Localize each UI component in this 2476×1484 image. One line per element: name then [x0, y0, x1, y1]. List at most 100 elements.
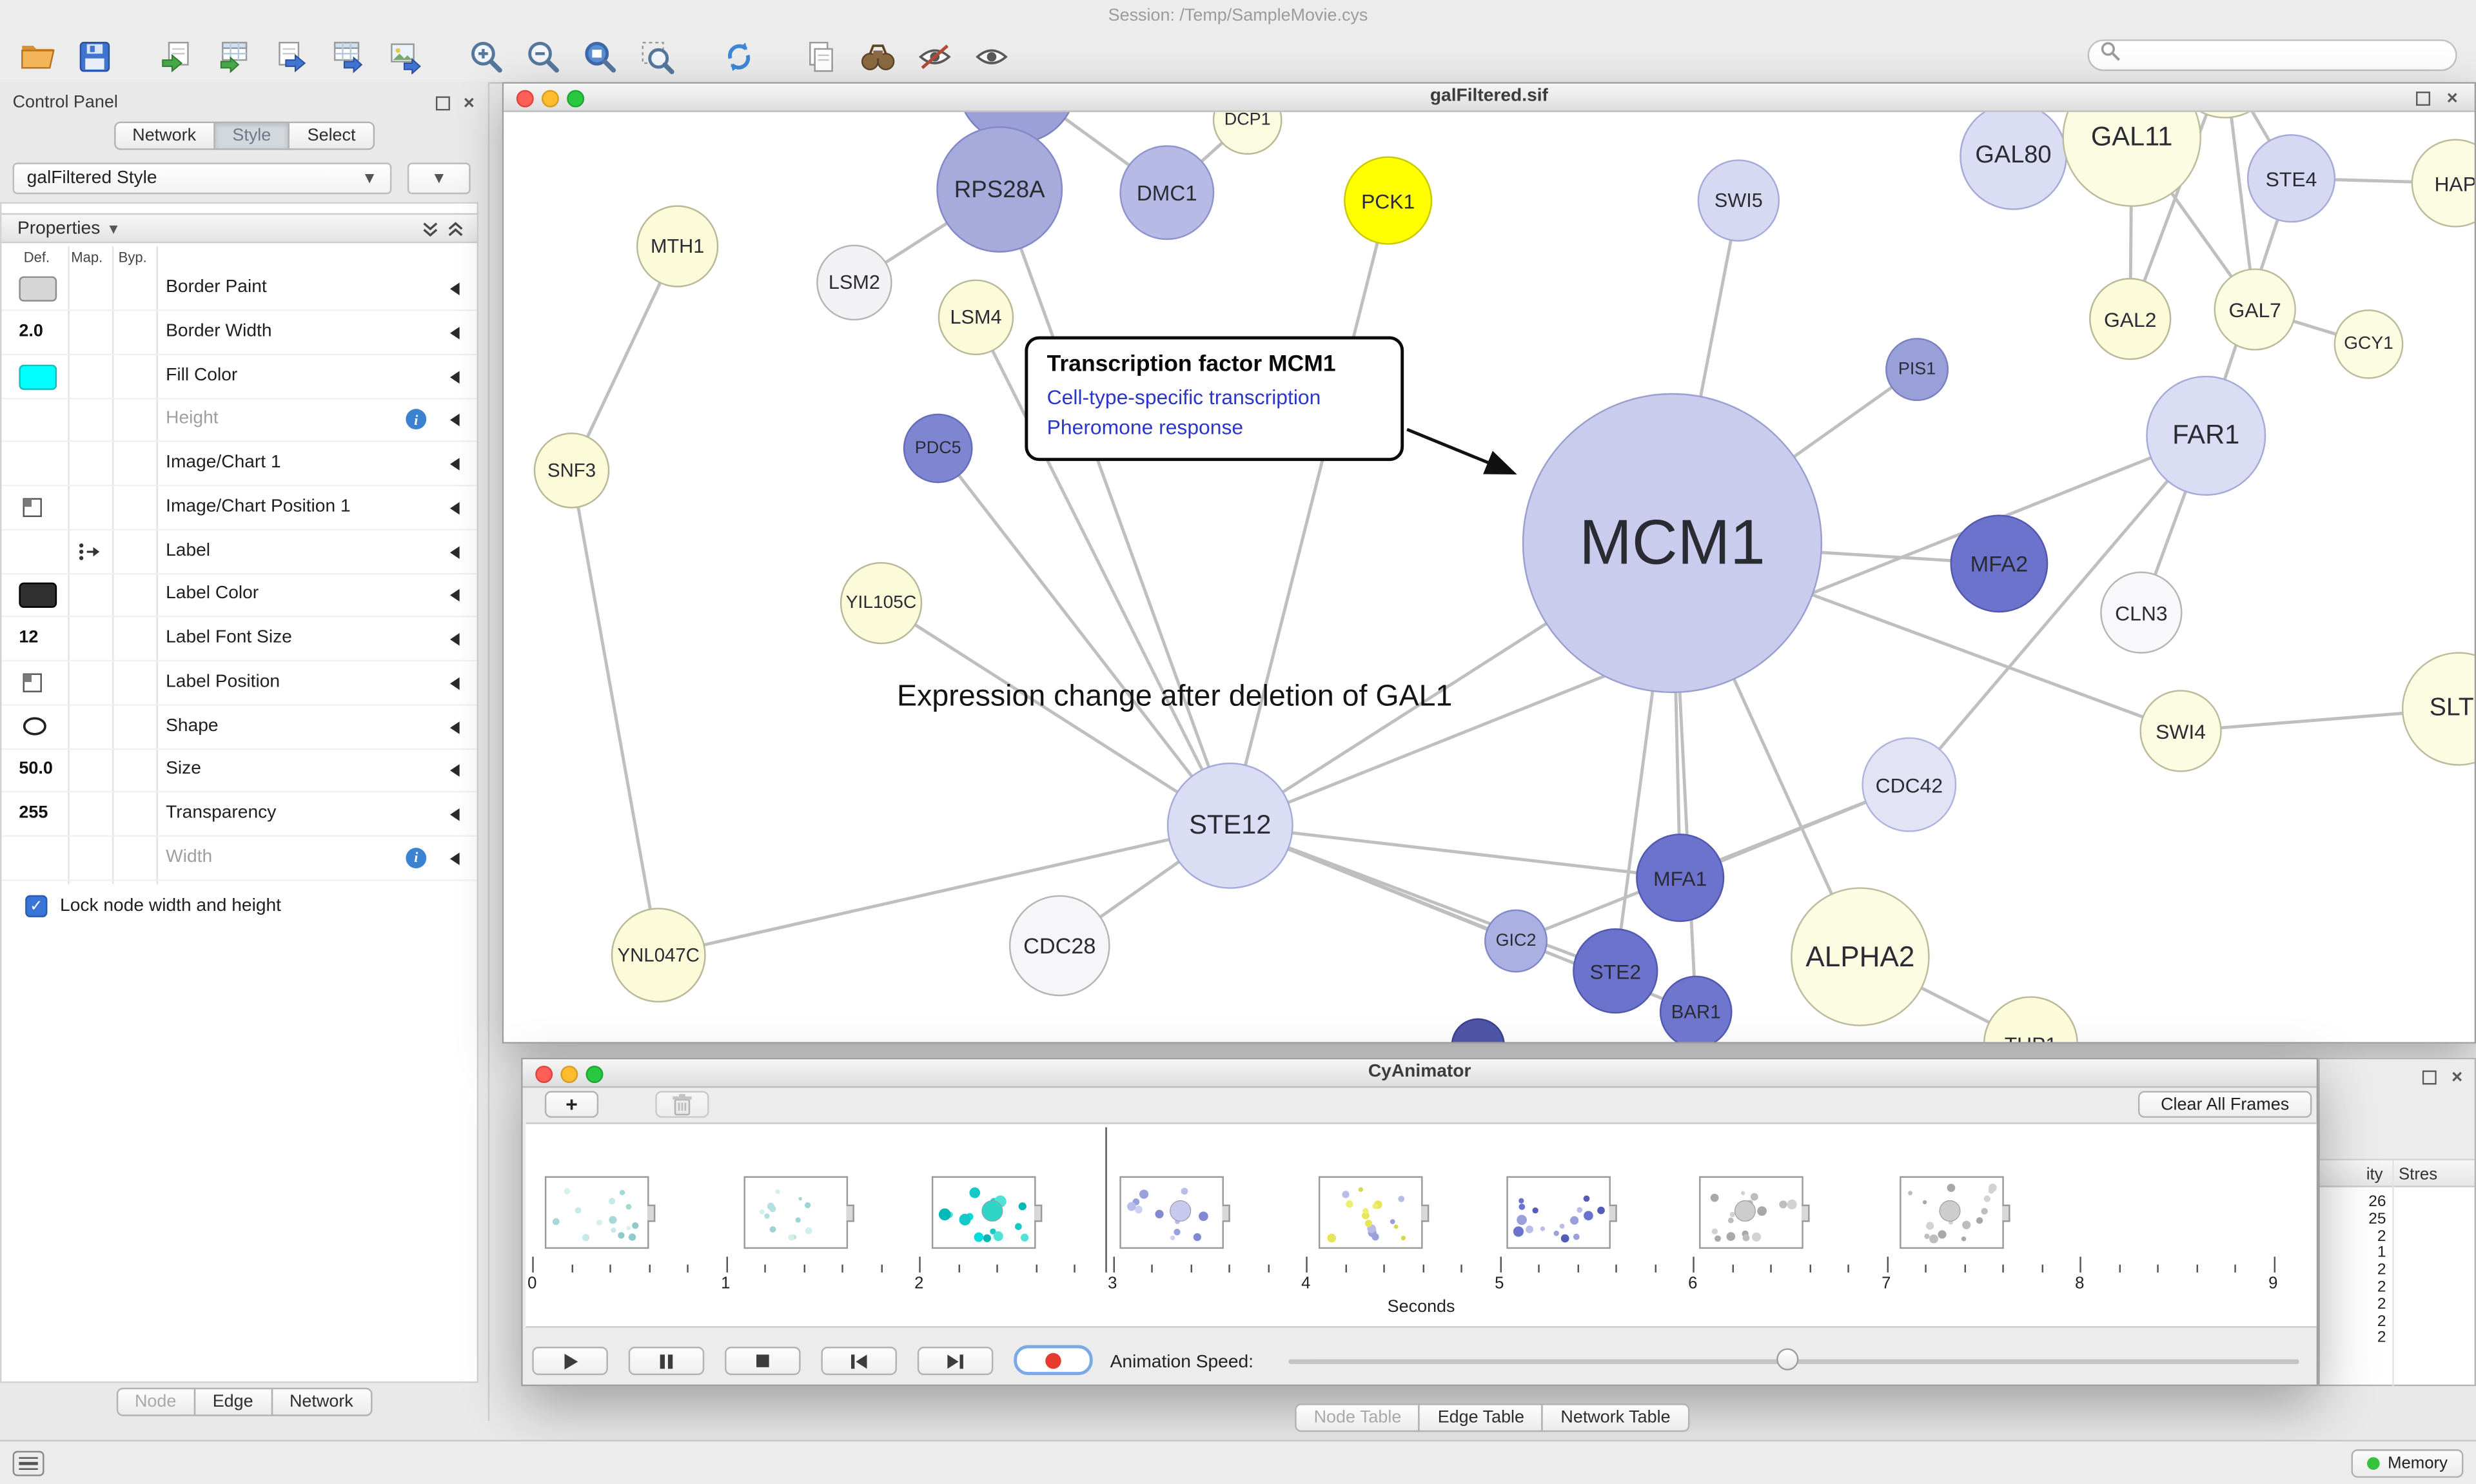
annotation-icon[interactable] [801, 36, 842, 77]
network-node-pdc5[interactable]: PDC5 [903, 413, 973, 483]
network-node-lsm4[interactable]: LSM4 [938, 279, 1014, 356]
network-node-snf3[interactable]: SNF3 [533, 433, 610, 509]
pause-button[interactable] [628, 1346, 705, 1376]
table-column-headers[interactable]: ity Stres [2319, 1160, 2475, 1187]
timeline-playhead[interactable] [1105, 1127, 1107, 1273]
table-cell[interactable]: 2 [2377, 1227, 2386, 1245]
canvas-caption-annotation[interactable]: Expression change after deletion of GAL1 [897, 680, 1453, 714]
frame-thumbnail[interactable] [743, 1176, 854, 1249]
frame-thumbnail[interactable] [1699, 1176, 1810, 1249]
table-cell[interactable]: 25 [2368, 1210, 2386, 1228]
float-panel-icon[interactable] [431, 92, 453, 113]
properties-header[interactable]: Properties ▼ [1, 213, 477, 244]
style-selector[interactable]: galFiltered Style ▼ [12, 162, 392, 195]
minimize-traffic-light[interactable] [542, 90, 559, 108]
network-node-bar1[interactable]: BAR1 [1659, 975, 1733, 1042]
add-frame-button[interactable]: + [544, 1091, 599, 1118]
color-swatch[interactable] [19, 364, 57, 389]
network-node-ste2[interactable]: STE2 [1573, 928, 1658, 1014]
save-session-icon[interactable] [74, 36, 115, 77]
property-row-image-chart-1[interactable]: Image/Chart 1 [1, 442, 477, 487]
network-node-swi5[interactable]: SWI5 [1697, 159, 1780, 242]
default-value[interactable]: 12 [19, 628, 39, 648]
frame-drag-handle[interactable] [1034, 1204, 1043, 1222]
close-panel-icon[interactable]: × [2451, 1066, 2463, 1088]
frame-drag-handle[interactable] [647, 1204, 656, 1222]
open-session-icon[interactable] [17, 36, 59, 77]
cyanimator-titlebar[interactable]: CyAnimator [522, 1059, 2317, 1088]
expand-row-icon[interactable] [449, 677, 460, 690]
expand-row-icon[interactable] [449, 545, 460, 558]
network-node-dcp1[interactable]: DCP1 [1212, 112, 1282, 155]
record-button[interactable] [1014, 1345, 1093, 1376]
network-node-far1[interactable]: FAR1 [2146, 375, 2266, 496]
network-window-titlebar[interactable]: galFiltered.sif × [504, 83, 2475, 112]
network-node-ynl047c[interactable]: YNL047C [611, 908, 706, 1003]
default-value[interactable]: 2.0 [19, 321, 43, 341]
network-node-mfa1[interactable]: MFA1 [1636, 834, 1725, 923]
network-node-ste4[interactable]: STE4 [2246, 134, 2336, 223]
expand-all-icon[interactable] [447, 221, 464, 243]
slider-thumb[interactable] [1776, 1348, 1799, 1371]
info-icon[interactable]: i [406, 847, 427, 868]
default-value[interactable]: 50.0 [19, 759, 53, 779]
table-cell[interactable]: 2 [2377, 1296, 2386, 1314]
table-cell[interactable]: 2 [2377, 1262, 2386, 1280]
lock-size-checkbox[interactable]: ✓ [25, 895, 48, 917]
zoom-traffic-light[interactable] [585, 1066, 604, 1084]
export-image-icon[interactable] [384, 36, 425, 77]
memory-button[interactable]: Memory [2351, 1449, 2464, 1478]
table-cell[interactable]: 2 [2377, 1313, 2386, 1331]
default-value[interactable]: 255 [19, 803, 48, 823]
stop-button[interactable] [725, 1346, 801, 1376]
export-network-icon[interactable] [270, 36, 311, 77]
network-node-mcm1[interactable]: MCM1 [1522, 393, 1823, 694]
frame-thumbnail[interactable] [1900, 1176, 2010, 1249]
frame-drag-handle[interactable] [1421, 1204, 1430, 1222]
network-node-gal7[interactable]: GAL7 [2214, 268, 2296, 351]
network-node-mth1[interactable]: MTH1 [636, 205, 719, 288]
style-options-button[interactable]: ▼ [407, 162, 471, 195]
expand-row-icon[interactable] [449, 326, 460, 339]
tab-node[interactable]: Node [115, 1387, 195, 1416]
panel-menu-icon[interactable] [12, 1450, 44, 1476]
table-column[interactable]: Stres [2399, 1165, 2438, 1184]
network-node-mfa2[interactable]: MFA2 [1950, 514, 2049, 613]
zoom-fit-icon[interactable] [580, 36, 621, 77]
next-frame-button[interactable] [917, 1346, 994, 1376]
network-node-yil105c[interactable]: YIL105C [840, 561, 923, 645]
zoom-traffic-light[interactable] [567, 90, 585, 108]
minimize-traffic-light[interactable] [560, 1066, 578, 1084]
network-node-tup1[interactable]: TUP1 [1983, 996, 2078, 1042]
annotation-link[interactable]: Cell-type-specific transcription [1046, 385, 1321, 409]
table-cell[interactable]: 26 [2368, 1193, 2386, 1211]
table-cell[interactable]: 2 [2377, 1278, 2386, 1296]
property-row-label-color[interactable]: Label Color [1, 574, 477, 618]
network-node-alpha2[interactable]: ALPHA2 [1791, 887, 1930, 1026]
zoom-out-icon[interactable] [523, 36, 564, 77]
network-node-pck1[interactable]: PCK1 [1344, 156, 1433, 245]
refresh-icon[interactable] [718, 36, 760, 77]
property-row-border-paint[interactable]: Border Paint [1, 267, 477, 311]
close-panel-icon[interactable]: × [463, 92, 475, 114]
hide-selected-icon[interactable] [914, 36, 956, 77]
property-row-label[interactable]: Label [1, 530, 477, 574]
expand-row-icon[interactable] [449, 720, 460, 734]
position-icon[interactable] [22, 672, 43, 698]
play-button[interactable] [532, 1346, 608, 1376]
network-node-slt2[interactable]: SLT2 [2401, 652, 2475, 766]
property-row-image-chart-position-1[interactable]: Image/Chart Position 1 [1, 486, 477, 531]
frame-thumbnail[interactable] [1506, 1176, 1617, 1249]
export-table-icon[interactable] [327, 36, 368, 77]
expand-row-icon[interactable] [449, 589, 460, 602]
expand-row-icon[interactable] [449, 633, 460, 646]
frame-thumbnail[interactable] [1318, 1176, 1430, 1249]
float-window-icon[interactable] [2412, 87, 2433, 109]
property-row-label-position[interactable]: Label Position [1, 661, 477, 706]
